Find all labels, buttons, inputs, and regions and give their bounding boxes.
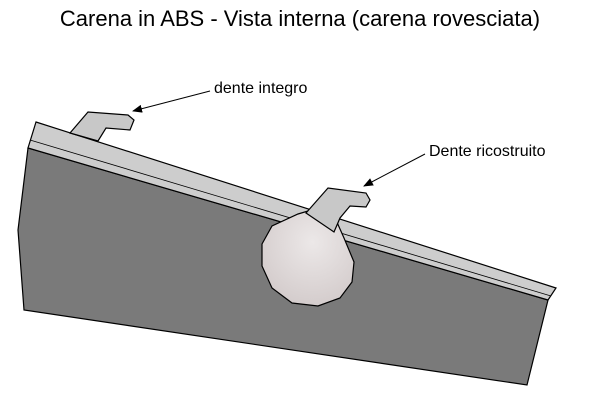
intact-tooth — [68, 111, 135, 142]
hull-rim — [27, 121, 557, 301]
arrow-intact-tooth — [132, 90, 211, 113]
label-intact-tooth: dente integro — [214, 80, 308, 97]
arrow-rebuilt-tooth — [363, 153, 426, 187]
label-rebuilt-tooth: Dente ricostruito — [429, 143, 546, 160]
rebuilt-tooth — [305, 187, 371, 233]
diagram-title: Carena in ABS - Vista interna (carena ro… — [59, 6, 541, 31]
